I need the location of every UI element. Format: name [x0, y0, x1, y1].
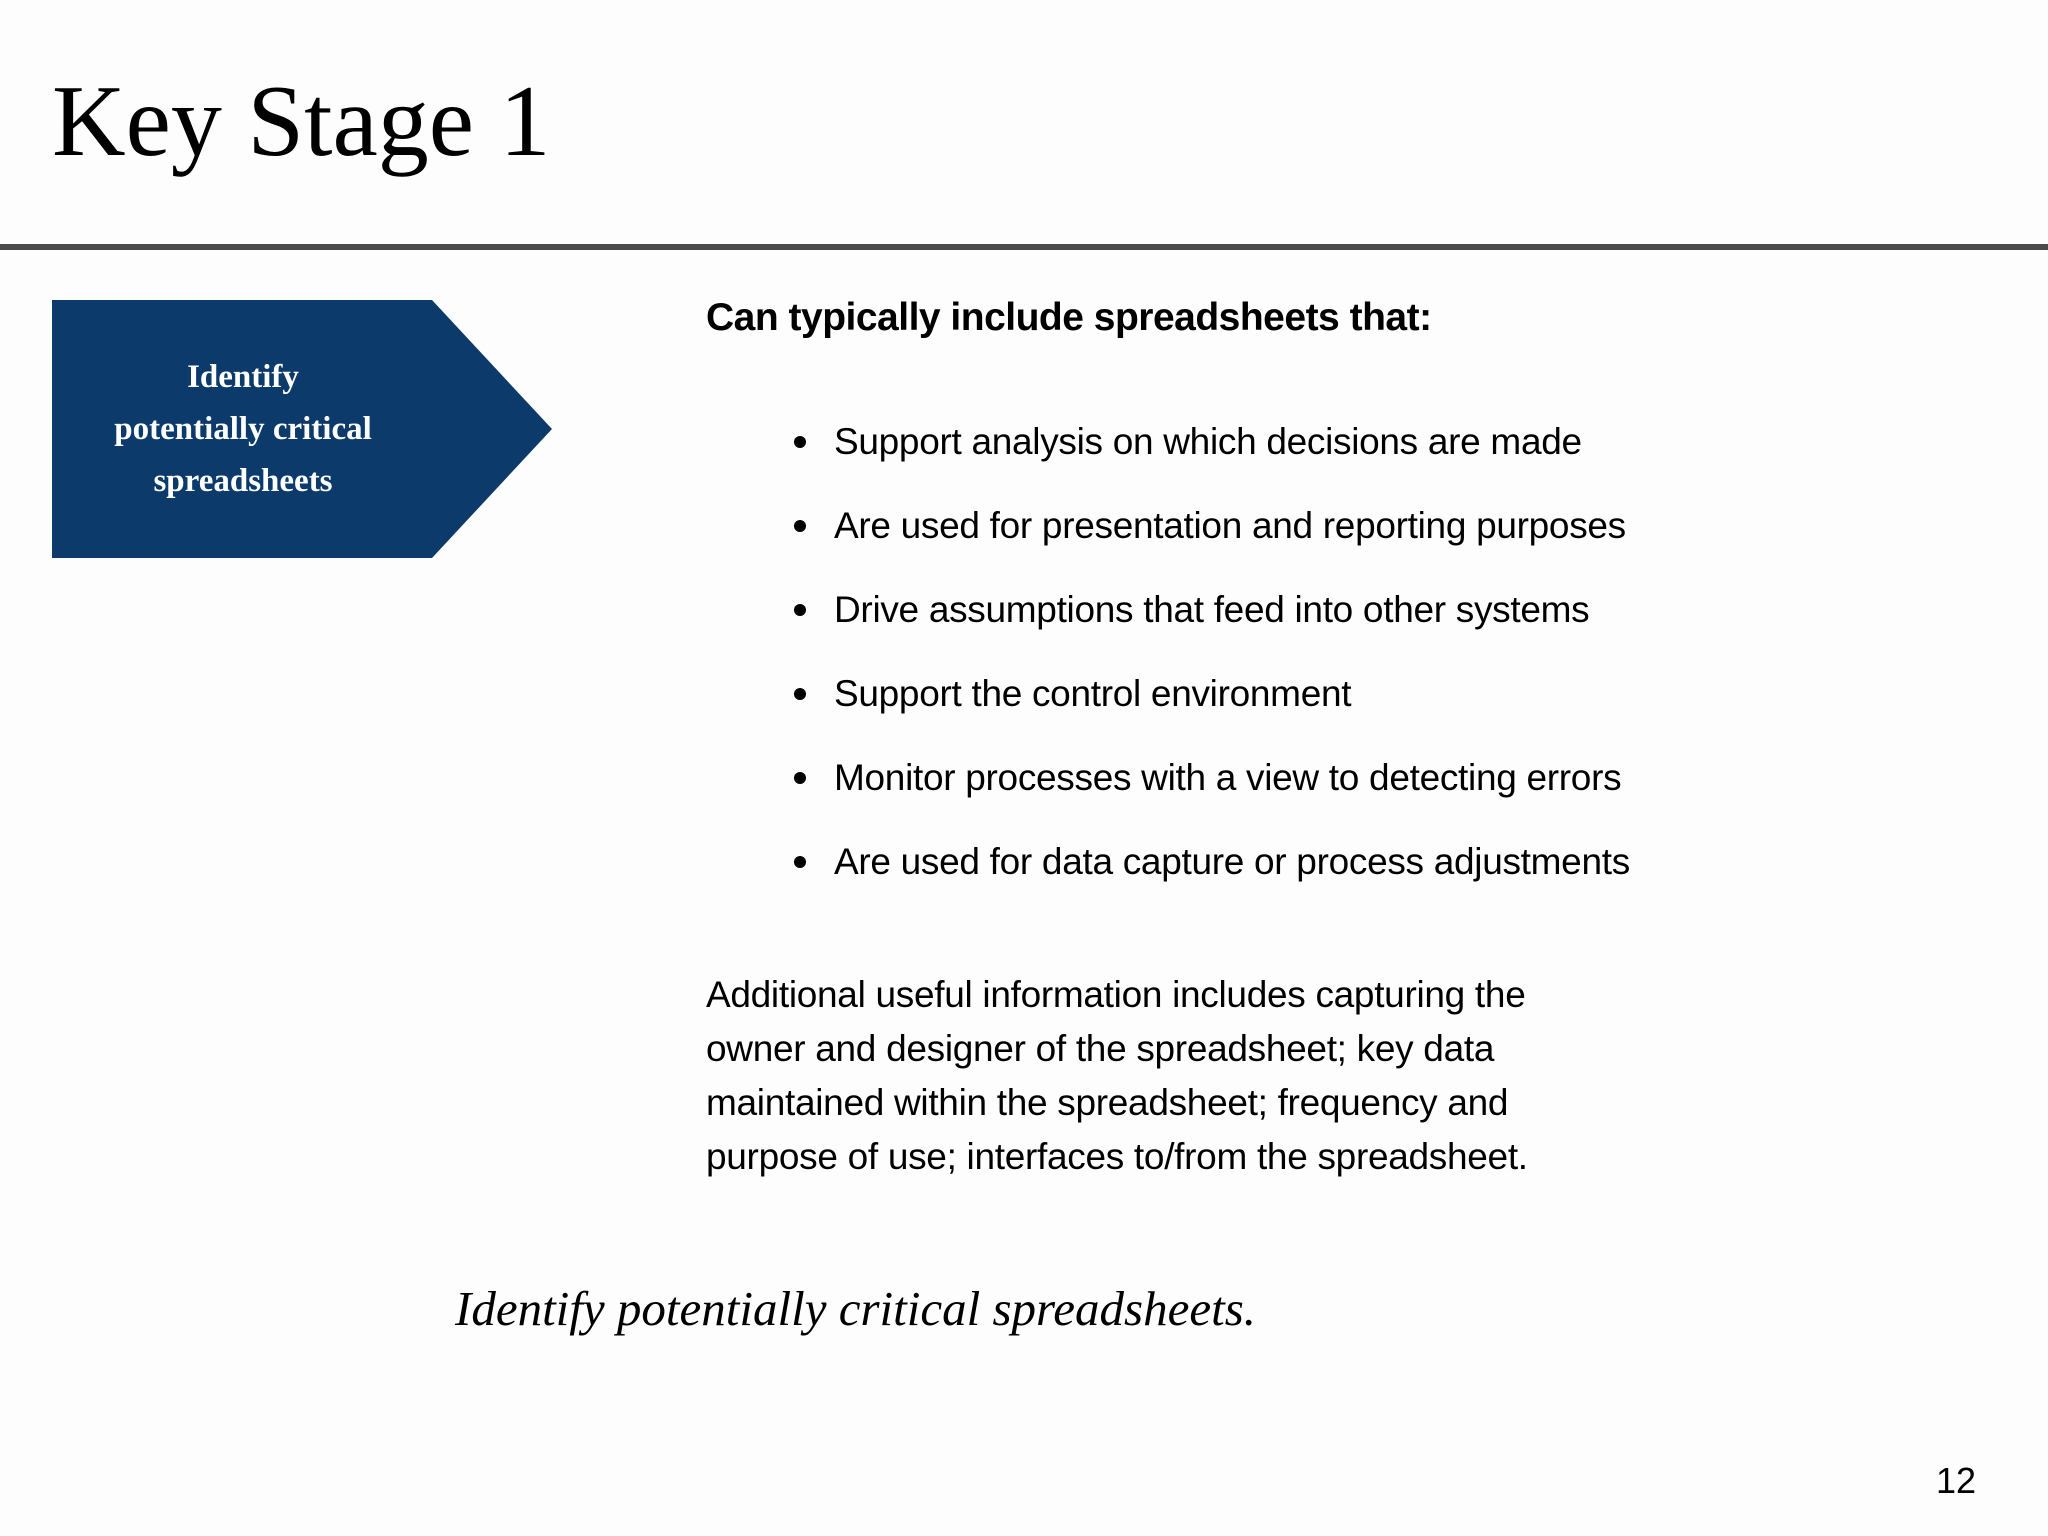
bullet-item: Are used for data capture or process adj… [706, 820, 1956, 904]
stage-arrow-label-line: Identify [187, 359, 299, 395]
stage-arrow-shape: Identify potentially critical spreadshee… [52, 300, 552, 558]
additional-info-paragraph: Additional useful information includes c… [706, 968, 1528, 1184]
section-heading: Can typically include spreadsheets that: [706, 296, 1432, 339]
page-title: Key Stage 1 [52, 65, 551, 178]
bullet-item: Are used for presentation and reporting … [706, 484, 1956, 568]
title-divider [0, 244, 2048, 250]
paragraph-line: owner and designer of the spreadsheet; k… [706, 1028, 1495, 1069]
bullet-item: Drive assumptions that feed into other s… [706, 568, 1956, 652]
bullet-list: Support analysis on which decisions are … [706, 400, 1956, 904]
bullet-item: Support the control environment [706, 652, 1956, 736]
page-number: 12 [1936, 1460, 1977, 1501]
paragraph-line: purpose of use; interfaces to/from the s… [706, 1136, 1528, 1177]
stage-arrow-label-line: spreadsheets [153, 463, 333, 499]
stage-summary-caption: Identify potentially critical spreadshee… [455, 1281, 1257, 1336]
bullet-item: Support analysis on which decisions are … [706, 400, 1956, 484]
stage-arrow-label-line: potentially critical [114, 411, 372, 447]
bullet-item: Monitor processes with a view to detecti… [706, 736, 1956, 820]
paragraph-line: Additional useful information includes c… [706, 974, 1526, 1015]
paragraph-line: maintained within the spreadsheet; frequ… [706, 1082, 1509, 1123]
